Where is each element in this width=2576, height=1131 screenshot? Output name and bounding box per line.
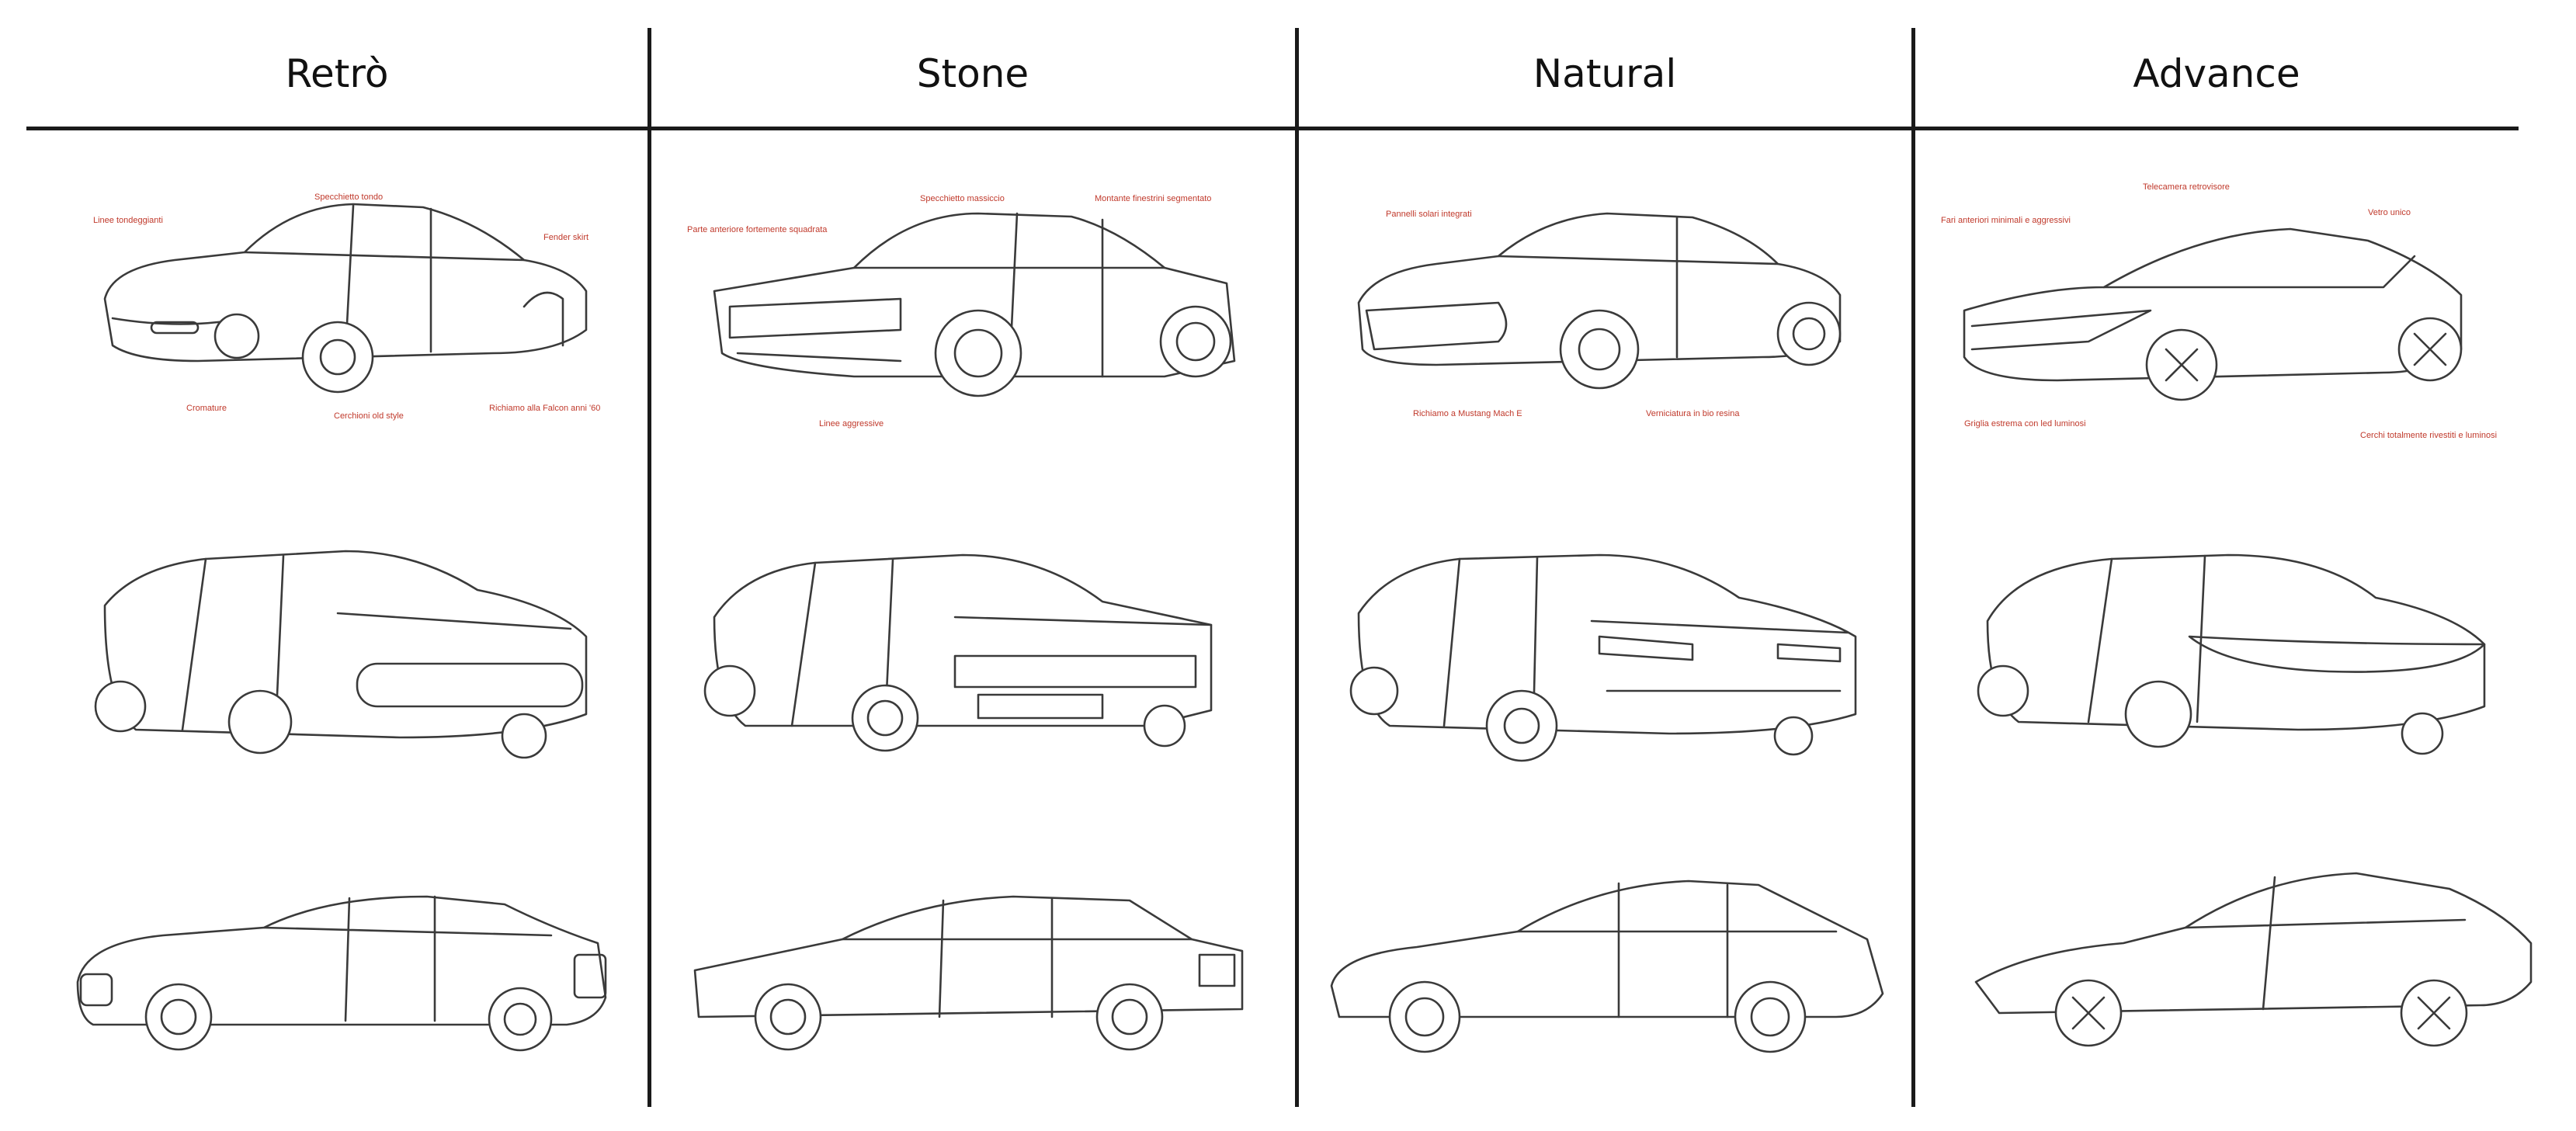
column-title-stone: Stone [916, 51, 1029, 96]
stone-rear-sketch [699, 532, 1234, 780]
advance-front-sketch [1949, 194, 2477, 427]
advance-rear-sketch [1972, 536, 2500, 784]
callout-text: Vetro unico [2368, 208, 2411, 217]
natural-front-sketch [1343, 202, 1856, 411]
callout-text: Telecamera retrovisore [2143, 182, 2230, 192]
callout-text: Specchietto tondo [314, 193, 384, 202]
header-rule [26, 127, 2519, 130]
stone-side-sketch [687, 885, 1250, 1060]
callout-text: Fender skirt [543, 233, 589, 242]
callout-text: Richiamo alla Falcon anni '60 [489, 404, 601, 413]
column-divider [647, 28, 651, 1107]
callout-text: Linee tondeggianti [93, 216, 163, 225]
column-divider [1295, 28, 1299, 1107]
column-title-natural: Natural [1533, 51, 1677, 96]
callout-text: Cromature [186, 404, 227, 413]
callout-text: Montante finestrini segmentato [1095, 194, 1212, 203]
callout-text: Specchietto massiccio [920, 194, 1005, 203]
callout-text: Cerchioni old style [334, 411, 404, 421]
callout-text: Linee aggressive [819, 419, 884, 428]
natural-rear-sketch [1343, 536, 1871, 784]
callout-text: Cerchi totalmente rivestiti e luminosi [2360, 431, 2498, 440]
callout-text: Fari anteriori minimali e aggressivi [1941, 216, 2071, 225]
callout-text: Verniciatura in bio resina [1646, 409, 1740, 418]
natural-side-sketch [1324, 869, 1890, 1056]
advance-side-sketch [1968, 858, 2539, 1048]
column-title-advance: Advance [2133, 51, 2300, 96]
column-divider [1911, 28, 1915, 1107]
retro-front-sketch [89, 175, 602, 431]
retro-side-sketch [70, 881, 613, 1060]
callout-text: Pannelli solari integrati [1386, 210, 1472, 219]
stone-front-sketch [699, 182, 1258, 423]
callout-text: Richiamo a Mustang Mach E [1413, 409, 1522, 418]
column-title-retro: Retrò [285, 51, 389, 96]
callout-text: Parte anteriore fortemente squadrata [687, 225, 828, 234]
callout-text: Griglia estrema con led luminosi [1964, 419, 2086, 428]
retro-rear-sketch [89, 536, 602, 784]
